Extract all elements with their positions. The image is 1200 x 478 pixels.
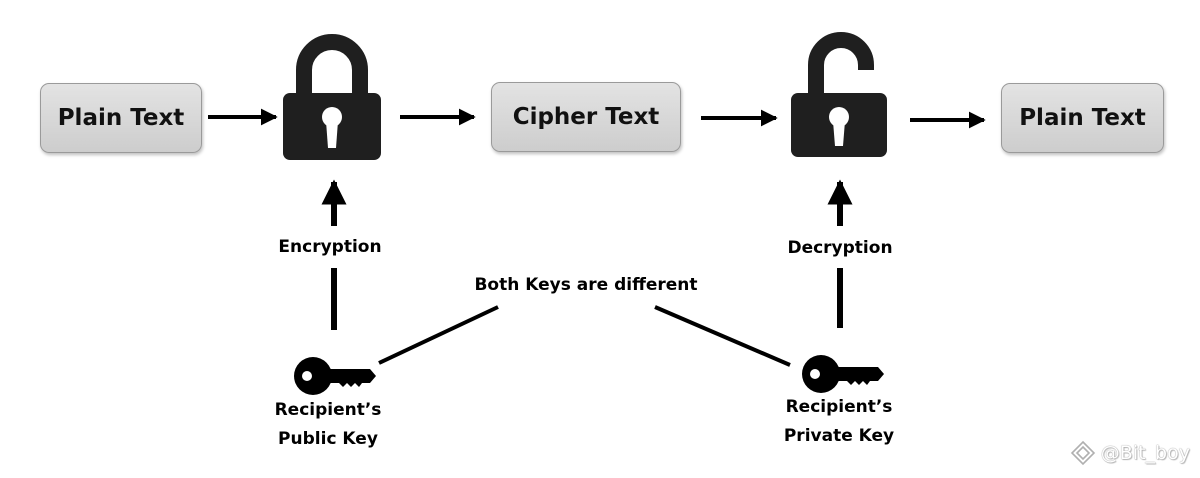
both-keys-different-label: Both Keys are different (474, 275, 698, 295)
watermark: @Bit_boy (1070, 440, 1190, 466)
cipher-text-label: Cipher Text (512, 104, 660, 130)
plain-text-input-box: Plain Text (40, 83, 202, 153)
padlock-open-icon (791, 32, 887, 157)
private-key-caption-line1: Recipient’s (785, 397, 893, 417)
private-key-caption: Recipient’s Private Key (784, 393, 894, 451)
public-key-caption-line2: Public Key (278, 429, 378, 449)
plain-text-output-box: Plain Text (1001, 83, 1164, 153)
connector-left (378, 305, 499, 365)
public-key-caption-line1: Recipient’s (274, 400, 382, 420)
encryption-label: Encryption (278, 237, 382, 257)
watermark-logo-icon (1070, 440, 1095, 466)
plain-text-input-label: Plain Text (57, 105, 185, 131)
private-key-icon (802, 355, 884, 393)
public-key-icon (294, 357, 376, 395)
private-key-caption-line2: Private Key (783, 426, 895, 446)
plain-text-output-label: Plain Text (1019, 105, 1146, 131)
connector-right (654, 305, 791, 367)
cipher-text-box: Cipher Text (491, 82, 681, 152)
watermark-text: @Bit_boy (1100, 442, 1190, 464)
padlock-closed-icon (283, 34, 381, 160)
public-key-caption: Recipient’s Public Key (275, 396, 382, 454)
decryption-label: Decryption (787, 238, 893, 258)
